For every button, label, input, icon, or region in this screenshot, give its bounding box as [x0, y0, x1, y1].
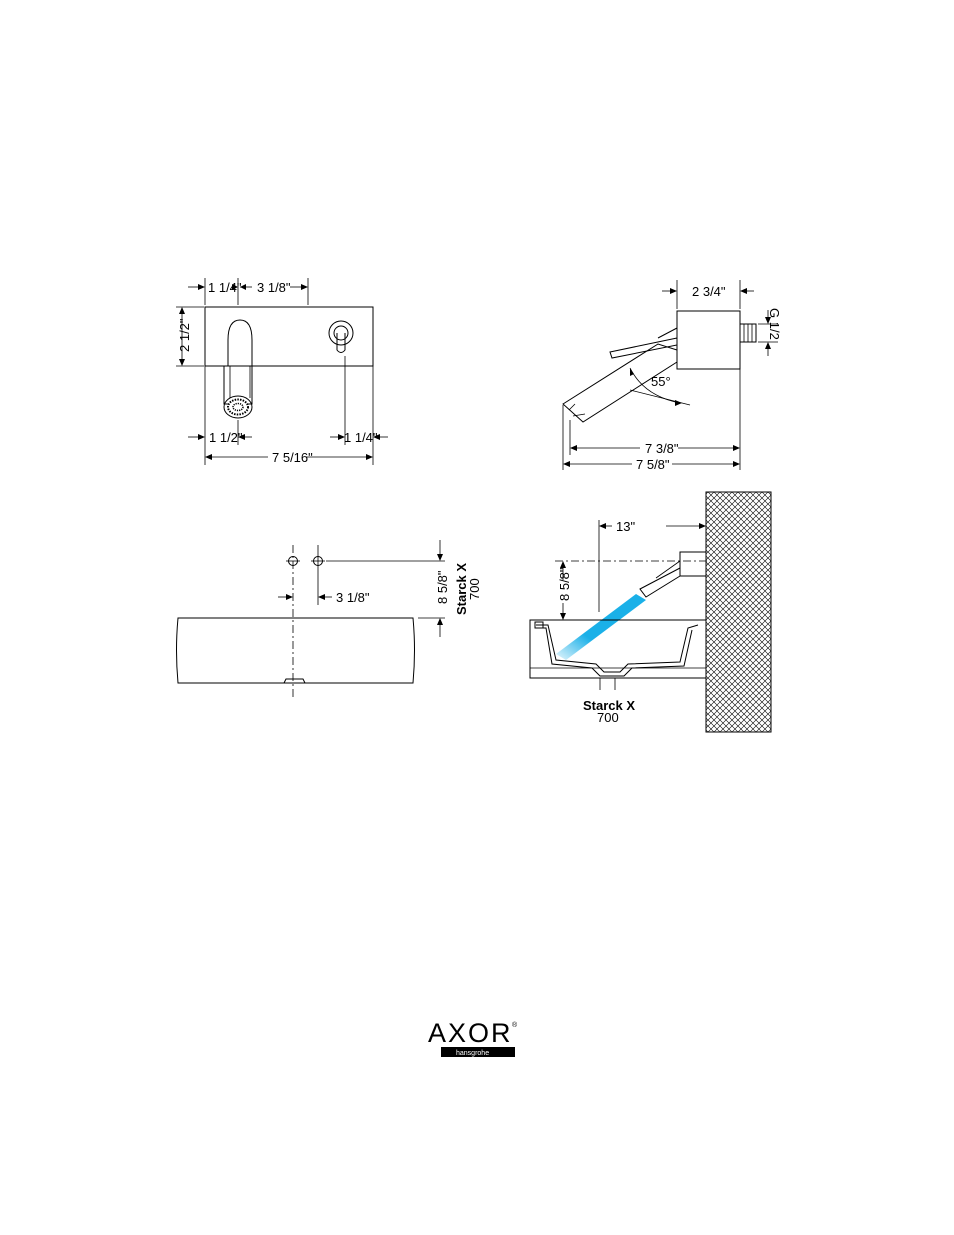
dim-height: 2 1/2" — [177, 318, 192, 352]
brand-subline: hansgrohe — [456, 1050, 489, 1057]
angle-label: 55° — [651, 374, 671, 389]
basin-number-side: 700 — [597, 710, 619, 725]
aerator — [223, 395, 253, 419]
side-dim-reach: 13" — [616, 519, 635, 534]
dim-depth: 2 3/4" — [692, 284, 726, 299]
handle-lever — [336, 333, 346, 353]
wall-plate-front — [204, 306, 374, 367]
side-spout-basin — [639, 567, 681, 598]
side-mount — [679, 551, 707, 577]
connection-label: G 1/2 — [767, 308, 782, 340]
brand-registered: ® — [512, 1021, 518, 1029]
basin-dim-height: 8 5/8" — [435, 570, 450, 604]
side-lever — [609, 337, 678, 359]
wall-hatch — [705, 491, 772, 733]
basin-number-front: 700 — [467, 578, 482, 600]
basin-name-front: Starck X — [454, 563, 469, 615]
dim-projection-outer: 7 5/8" — [636, 457, 670, 472]
front-view: 1 1/4" 3 1/8" 2 1/2" 1 1/2" 1 1/4" 7 5/1… — [176, 278, 388, 465]
side-dim-height: 8 5/8" — [557, 567, 572, 601]
side-view: 55° 2 3/4" G 1/2 7 3/8" 7 5/8" — [562, 280, 782, 472]
brand-subline-bar — [441, 1047, 515, 1057]
dim-bottom-right: 1 1/4" — [344, 430, 378, 445]
dim-projection-inner: 7 3/8" — [645, 441, 679, 456]
dim-top-spacing: 3 1/8" — [257, 280, 291, 295]
basin-side-view: 13" 8 5/8" Starck X 700 — [529, 491, 772, 733]
basin-front-view: 3 1/8" 8 5/8" Starck X 700 — [176, 540, 482, 700]
basin-dim-spacing: 3 1/8" — [336, 590, 370, 605]
water-stream — [556, 594, 646, 660]
side-spout — [562, 343, 678, 423]
basin-front-outline — [176, 617, 415, 684]
brand-name: AXOR — [428, 1018, 513, 1048]
handle-rosette — [328, 320, 354, 346]
dim-bottom-left: 1 1/2" — [209, 430, 243, 445]
basin-name-side: Starck X — [583, 698, 635, 713]
dim-top-left: 1 1/4" — [208, 280, 242, 295]
axor-logo: AXOR ® hansgrohe — [428, 1018, 518, 1057]
basin-side-outline — [529, 619, 707, 679]
wall-plate-side — [676, 310, 741, 370]
dim-total-width: 7 5/16" — [272, 450, 313, 465]
spout-front — [223, 319, 253, 405]
